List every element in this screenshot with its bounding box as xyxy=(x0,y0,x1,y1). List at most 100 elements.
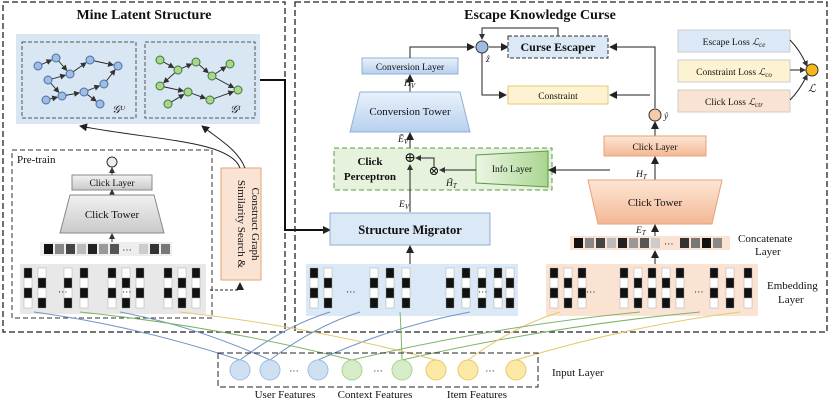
embedding-cell xyxy=(309,287,319,299)
embedding-cell xyxy=(445,297,455,309)
feature-connection xyxy=(515,311,741,361)
embedding-cell xyxy=(647,267,657,279)
loss-label: Escape Loss ℒce xyxy=(703,37,766,49)
item-graph xyxy=(155,55,243,109)
embedding-cell xyxy=(445,287,455,299)
similarity-search-box xyxy=(220,167,262,281)
embedding-cell xyxy=(401,297,411,309)
click-perceptron-label-2: Perceptron xyxy=(344,171,396,183)
concat-cell xyxy=(702,238,711,248)
graph-node xyxy=(233,85,243,95)
embedding-cell xyxy=(309,267,319,279)
right-click-tower-label: Click Tower xyxy=(628,197,683,209)
embedding-cell xyxy=(661,287,671,299)
concat-cell xyxy=(161,244,170,254)
loss-box xyxy=(677,59,791,83)
embedding-label-1: Embedding xyxy=(767,280,818,292)
item-graph-box xyxy=(144,41,256,119)
embedding-cell xyxy=(369,267,379,279)
embedding-cell xyxy=(369,297,379,309)
embedding-cell xyxy=(647,277,657,289)
feature-connection xyxy=(351,311,641,361)
embedding-cell xyxy=(107,277,117,289)
embedding-cell xyxy=(725,277,735,289)
ht-symbol: HT xyxy=(635,170,648,181)
embedding-cell xyxy=(493,287,503,299)
info-layer-label: Info Layer xyxy=(492,164,533,175)
loss-label: Constraint Loss ℒco xyxy=(696,67,772,79)
graph-node xyxy=(33,61,43,71)
conversion-layer-label: Conversion Layer xyxy=(376,63,445,73)
concat-cell xyxy=(110,244,119,254)
embedding-cell xyxy=(477,297,487,309)
pretrain-click-tower-label: Click Tower xyxy=(85,209,140,221)
input-node xyxy=(259,359,281,381)
feature-connection xyxy=(79,311,353,361)
concatenate-label-1: Concatenate xyxy=(738,233,792,245)
embedding-cell xyxy=(633,267,643,279)
user-graph-label: 𝒢ᵁ xyxy=(112,104,126,116)
graph-node xyxy=(57,91,67,101)
embedding-cell xyxy=(323,277,333,289)
embedding-cell xyxy=(37,267,47,279)
concat-cell xyxy=(44,244,53,254)
embedding-cell xyxy=(619,267,629,279)
right-click-tower xyxy=(587,179,723,225)
embedding-cell xyxy=(505,297,515,309)
feature-connections xyxy=(33,311,741,361)
embedding-cell xyxy=(163,287,173,299)
yhat-symbol: ŷ xyxy=(663,112,669,122)
embedding-cell xyxy=(309,297,319,309)
graph-node xyxy=(95,99,105,109)
embedding-cell xyxy=(477,267,487,279)
click-perceptron-label-1: Click xyxy=(357,156,383,168)
embedding-cell xyxy=(563,287,573,299)
times-operator: ⊗ xyxy=(429,163,440,178)
embedding-cell xyxy=(549,297,559,309)
embedding-cell xyxy=(107,297,117,309)
input-node xyxy=(505,359,527,381)
embedding-cell xyxy=(675,267,685,279)
concat-cell xyxy=(651,238,660,248)
right-click-layer-label: Click Layer xyxy=(632,143,678,153)
input-node xyxy=(229,359,251,381)
embedding-cell xyxy=(549,277,559,289)
graph-node xyxy=(225,59,235,69)
embedding-cell xyxy=(323,297,333,309)
concat-cell xyxy=(585,238,594,248)
embedding-cell xyxy=(725,267,735,279)
embedding-cell xyxy=(725,297,735,309)
input-node xyxy=(391,359,413,381)
graph-node xyxy=(85,55,95,65)
embedding-cell xyxy=(79,277,89,289)
graph-node xyxy=(207,71,217,81)
pretrain-concat-dots: ··· xyxy=(122,246,132,256)
embedding-cell xyxy=(577,267,587,279)
concat-cell xyxy=(139,244,148,254)
embedding-cell xyxy=(675,297,685,309)
embedding-cell xyxy=(369,277,379,289)
embedding-cell xyxy=(401,277,411,289)
structure-migrator-label: Structure Migrator xyxy=(358,223,462,237)
embedding-cell xyxy=(401,267,411,279)
pretrain-output-node xyxy=(106,156,118,168)
feature-connection xyxy=(399,311,403,361)
embedding-cell xyxy=(493,277,503,289)
embedding-cell xyxy=(709,297,719,309)
constraint-label: Constraint xyxy=(538,92,578,102)
embedding-cell xyxy=(309,277,319,289)
embedding-cell xyxy=(493,297,503,309)
embedding-cell xyxy=(743,297,753,309)
embedding-cell xyxy=(79,297,89,309)
feature-connection xyxy=(119,311,271,361)
constraint-box xyxy=(507,85,609,105)
embedding-cell xyxy=(743,277,753,289)
curse-escaper-label: Curse Escaper xyxy=(521,40,597,54)
embedding-cell xyxy=(563,297,573,309)
embedding-cell xyxy=(461,297,471,309)
graph-node xyxy=(183,87,193,97)
feature-connection xyxy=(401,311,701,361)
plus-operator: ⊕ xyxy=(404,151,416,166)
embedding-cell xyxy=(107,267,117,279)
item-graph-label: 𝒢ᴵ xyxy=(230,104,241,116)
